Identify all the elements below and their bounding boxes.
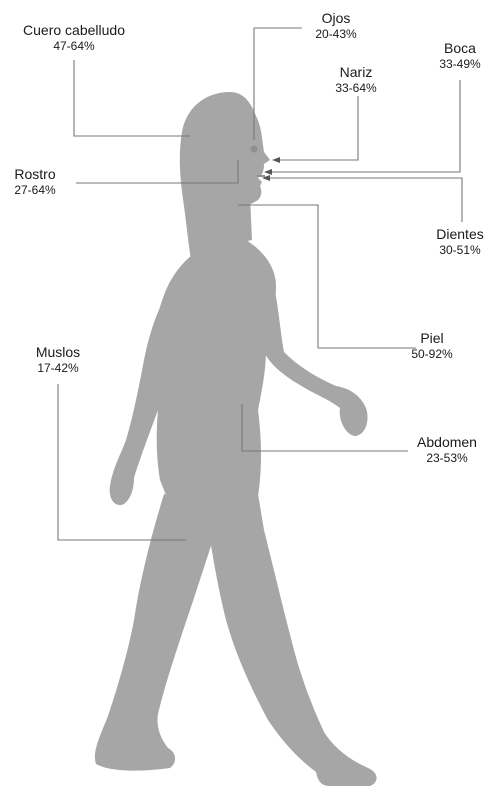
label-thighs-name: Muslos [20,344,96,361]
label-skin-name: Piel [396,330,468,347]
eyes-line [254,28,302,140]
back-leg [95,494,224,771]
label-teeth-name: Dientes [424,226,494,243]
label-nose-range: 33-64% [320,81,392,95]
eye-dot [251,146,258,153]
mouth-arrowhead [264,169,272,175]
abdomen-line [242,404,408,451]
label-thighs: Muslos 17-42% [20,344,96,375]
front-leg [204,494,377,786]
woman-silhouette [95,92,377,786]
label-abdomen-range: 23-53% [404,451,490,465]
label-mouth-range: 33-49% [424,57,494,71]
scalp-line [74,60,190,136]
label-eyes-range: 20-43% [300,27,372,41]
label-skin: Piel 50-92% [396,330,468,361]
label-teeth: Dientes 30-51% [424,226,494,257]
nose-line [276,96,358,160]
label-abdomen: Abdomen 23-53% [404,434,490,465]
label-face-name: Rostro [2,166,68,183]
label-face-range: 27-64% [2,183,68,197]
label-scalp: Cuero cabelludo 47-64% [14,22,134,53]
label-scalp-range: 47-64% [14,39,134,53]
label-nose-name: Nariz [320,64,392,81]
label-eyes-name: Ojos [300,10,372,27]
label-teeth-range: 30-51% [424,243,494,257]
label-skin-range: 50-92% [396,347,468,361]
label-abdomen-name: Abdomen [404,434,490,451]
label-nose: Nariz 33-64% [320,64,392,95]
label-face: Rostro 27-64% [2,166,68,197]
label-eyes: Ojos 20-43% [300,10,372,41]
label-mouth: Boca 33-49% [424,40,494,71]
neck [224,196,252,246]
teeth-line [266,178,462,222]
label-scalp-name: Cuero cabelludo [14,22,134,39]
label-thighs-range: 17-42% [20,361,96,375]
nose-arrowhead [272,157,280,163]
label-mouth-name: Boca [424,40,494,57]
front-arm [256,270,368,436]
